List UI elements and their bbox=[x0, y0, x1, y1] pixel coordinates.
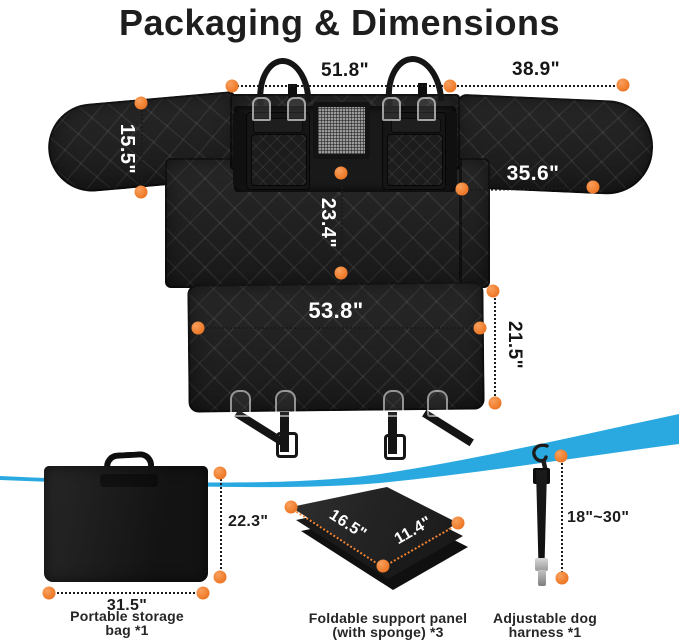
quilted-pocket bbox=[387, 134, 443, 186]
organizer-pocket-panel-right bbox=[382, 112, 446, 190]
measure-dot bbox=[196, 586, 210, 600]
measure-dot bbox=[334, 166, 348, 180]
measure-dot bbox=[443, 79, 457, 93]
dim-bag-width: 31.5" bbox=[106, 597, 148, 614]
storage-bag bbox=[44, 466, 208, 582]
measure-dot bbox=[555, 571, 569, 585]
dim-line-left-flap bbox=[141, 102, 143, 192]
measure-dot bbox=[554, 449, 568, 463]
measure-dot bbox=[225, 79, 239, 93]
measure-dot bbox=[376, 559, 390, 573]
side-bottle-pocket bbox=[233, 112, 246, 186]
dim-line-bag-width bbox=[49, 592, 203, 594]
harness-strap bbox=[536, 470, 547, 562]
dim-bottom-panel-height: 21.5" bbox=[504, 321, 525, 369]
dim-line-bottom-height bbox=[494, 290, 496, 404]
clear-buckle-clip bbox=[275, 390, 296, 417]
measure-dot bbox=[191, 321, 205, 335]
caption-storage-bag: Portable storage bag *1 bbox=[47, 609, 207, 637]
clear-buckle-clip bbox=[382, 97, 401, 121]
pocket-flap bbox=[391, 118, 441, 133]
dim-bottom-panel-width: 53.8" bbox=[308, 298, 364, 323]
harness-buckle-tab bbox=[538, 570, 546, 586]
clear-buckle-clip bbox=[417, 97, 436, 121]
support-panel-stack: 16.5" 11.4" bbox=[270, 438, 500, 590]
dim-top-right-width: 38.9" bbox=[512, 59, 560, 80]
caption-support-panel: Foldable support panel (with sponge) *3 bbox=[288, 611, 488, 639]
page-title: Packaging & Dimensions bbox=[118, 2, 561, 43]
measure-dot bbox=[473, 321, 487, 335]
mesh-window bbox=[313, 102, 370, 159]
dim-line-bottom-width bbox=[198, 327, 480, 329]
dim-middle-panel-height: 23.4" bbox=[317, 197, 339, 249]
caption-line: harness *1 bbox=[508, 624, 582, 640]
caption-line: Portable storage bbox=[70, 608, 184, 624]
quilted-pocket bbox=[251, 134, 307, 186]
measure-dot bbox=[213, 466, 227, 480]
measure-dot bbox=[488, 396, 502, 410]
dim-harness-length: 18"~30" bbox=[567, 509, 630, 526]
measure-dot bbox=[213, 570, 227, 584]
measure-dot bbox=[334, 266, 348, 280]
dim-right-flap-width: 35.6" bbox=[506, 162, 560, 185]
measure-dot bbox=[486, 284, 500, 298]
harness-buckle-tongue bbox=[535, 558, 548, 571]
clear-buckle-clip bbox=[427, 390, 448, 417]
clear-buckle-clip bbox=[287, 97, 306, 121]
caption-harness: Adjustable dog harness *1 bbox=[465, 611, 625, 639]
caption-line: Foldable support panel bbox=[308, 610, 468, 626]
dim-line-harness bbox=[561, 456, 563, 577]
measure-dot bbox=[134, 185, 148, 199]
measure-dot bbox=[42, 586, 56, 600]
measure-dot bbox=[451, 516, 465, 530]
caption-line: Adjustable dog bbox=[493, 610, 597, 626]
dim-line-middle bbox=[341, 172, 343, 273]
measure-dot bbox=[455, 182, 469, 196]
strap-adjuster bbox=[418, 83, 427, 97]
pocket-flap bbox=[253, 118, 303, 133]
middle-panel-fold-line bbox=[459, 158, 462, 288]
caption-line: (with sponge) *3 bbox=[332, 624, 444, 640]
caption-line: bag *1 bbox=[105, 622, 149, 638]
strap-buckle bbox=[384, 434, 406, 460]
measure-dot bbox=[134, 96, 148, 110]
dim-line-bag-height bbox=[220, 472, 222, 577]
dim-line-top bbox=[232, 85, 623, 87]
strap-adjuster bbox=[288, 84, 297, 98]
organizer-pocket-panel-left bbox=[246, 112, 310, 190]
measure-dot bbox=[586, 180, 600, 194]
clear-buckle-clip bbox=[230, 390, 251, 417]
dim-bag-height: 22.3" bbox=[228, 513, 269, 530]
strap-buckle bbox=[276, 432, 298, 458]
clear-buckle-clip bbox=[252, 97, 271, 121]
dim-top-center-width: 51.8" bbox=[321, 60, 369, 81]
clear-buckle-clip bbox=[383, 390, 404, 417]
measure-dot bbox=[616, 78, 630, 92]
side-bottle-pocket bbox=[444, 112, 457, 186]
dim-left-flap-height: 15.5" bbox=[116, 123, 138, 175]
bottom-strap bbox=[388, 412, 397, 454]
bag-zipper-flap bbox=[100, 474, 158, 487]
measure-dot bbox=[284, 500, 298, 514]
